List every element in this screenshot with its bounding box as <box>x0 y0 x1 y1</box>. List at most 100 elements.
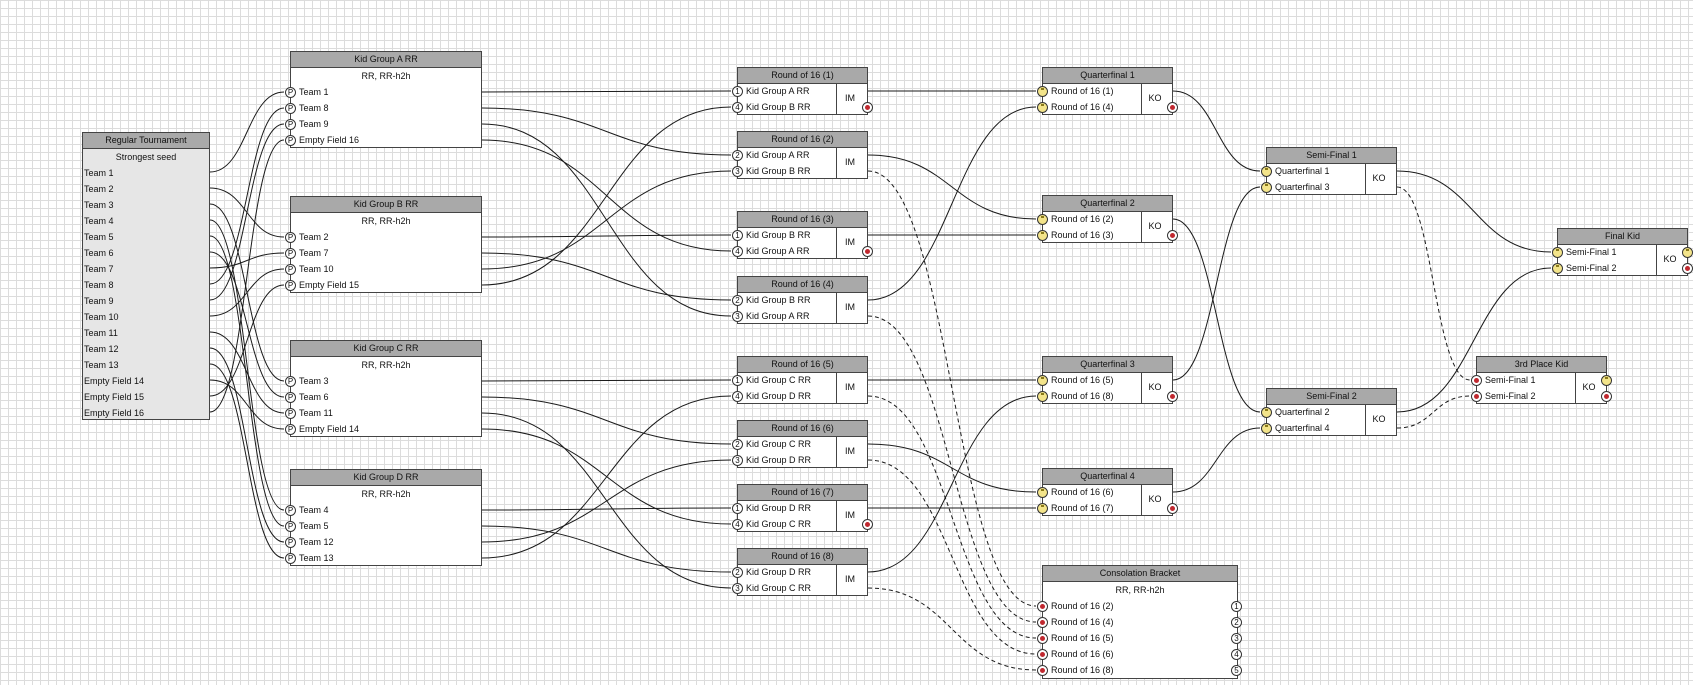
mode-divider <box>1141 485 1142 515</box>
consolation-bracket-node[interactable]: Consolation Bracket RR, RR-h2h Round of … <box>1037 565 1242 679</box>
seed-port[interactable]: 2 <box>732 295 743 306</box>
seed-port[interactable]: 2 <box>732 439 743 450</box>
participant-port[interactable]: P <box>285 505 296 516</box>
participant-port[interactable]: P <box>285 232 296 243</box>
participant-port[interactable]: P <box>285 424 296 435</box>
seed-port[interactable]: 3 <box>732 166 743 177</box>
slot-label: Round of 16 (8) <box>1051 391 1114 401</box>
regular-tournament-node[interactable]: Regular Tournament Strongest seed Team 1… <box>82 132 210 420</box>
winner-in-port[interactable] <box>1037 214 1048 225</box>
slot-label: Kid Group C RR <box>746 375 812 385</box>
participant-port[interactable]: P <box>285 280 296 291</box>
seed-port[interactable]: 3 <box>732 311 743 322</box>
winner-in-port[interactable] <box>1037 503 1048 514</box>
loser-in-port[interactable] <box>1471 391 1482 402</box>
winner-out-port[interactable] <box>1601 375 1612 386</box>
loser-port[interactable] <box>1167 503 1178 514</box>
winner-in-port[interactable] <box>1037 102 1048 113</box>
loser-port[interactable] <box>1601 391 1612 402</box>
node-subtitle: RR, RR-h2h <box>361 216 411 226</box>
loser-in-port[interactable] <box>1037 633 1048 644</box>
winner-in-port[interactable] <box>1261 182 1272 193</box>
participant-port[interactable]: P <box>285 392 296 403</box>
winner-in-port[interactable] <box>1261 407 1272 418</box>
participant-port[interactable]: P <box>285 537 296 548</box>
participant-port[interactable]: P <box>285 103 296 114</box>
rank-port[interactable]: 1 <box>1231 601 1242 612</box>
loser-port[interactable] <box>1167 391 1178 402</box>
winner-in-port[interactable] <box>1037 375 1048 386</box>
winner-in-port[interactable] <box>1037 391 1048 402</box>
seed-port[interactable]: 3 <box>732 455 743 466</box>
seed-port[interactable]: 4 <box>732 246 743 257</box>
winner-wire <box>1172 186 1261 381</box>
winner-in-port[interactable] <box>1037 230 1048 241</box>
rank-port[interactable]: 3 <box>1231 633 1242 644</box>
loser-port[interactable] <box>862 246 873 257</box>
loser-in-port[interactable] <box>1037 665 1048 676</box>
participant-port[interactable]: P <box>285 408 296 419</box>
participant-port[interactable]: P <box>285 376 296 387</box>
seed-port[interactable]: 2 <box>732 150 743 161</box>
rank-port[interactable]: 4 <box>1231 649 1242 660</box>
winner-in-port[interactable] <box>1037 487 1048 498</box>
loser-port[interactable] <box>1682 263 1693 274</box>
seed-port[interactable]: 3 <box>732 583 743 594</box>
loser-in-port[interactable] <box>1471 375 1482 386</box>
seed-port[interactable]: 1 <box>732 86 743 97</box>
seed-port[interactable]: 4 <box>732 391 743 402</box>
seed-port[interactable]: 1 <box>732 375 743 386</box>
seed-port[interactable]: 1 <box>732 503 743 514</box>
seed-port[interactable]: 2 <box>732 567 743 578</box>
loser-in-port[interactable] <box>1037 617 1048 628</box>
seed-port[interactable]: 1 <box>732 230 743 241</box>
participant-port[interactable]: P <box>285 264 296 275</box>
participant-port[interactable]: P <box>285 248 296 259</box>
participant-port[interactable]: P <box>285 87 296 98</box>
rank-port[interactable]: 5 <box>1231 665 1242 676</box>
participant-port[interactable]: P <box>285 553 296 564</box>
loser-port[interactable] <box>862 102 873 113</box>
loser-port[interactable] <box>1167 102 1178 113</box>
winner-in-port[interactable] <box>1552 247 1563 258</box>
winner-wire <box>209 284 285 397</box>
winner-out-port[interactable] <box>1682 247 1693 258</box>
participant-port[interactable]: P <box>285 135 296 146</box>
winner-in-port[interactable] <box>1261 166 1272 177</box>
winner-in-port[interactable] <box>1261 423 1272 434</box>
loser-in-port[interactable] <box>1037 649 1048 660</box>
winner-in-port[interactable] <box>1037 86 1048 97</box>
loser-port[interactable] <box>862 519 873 530</box>
node-title: Round of 16 (2) <box>738 132 867 148</box>
loser-port[interactable] <box>1167 230 1178 241</box>
slot-label: Kid Group B RR <box>746 230 811 240</box>
loser-in-port[interactable] <box>1037 601 1048 612</box>
participant-port[interactable]: P <box>285 521 296 532</box>
winner-in-port[interactable] <box>1552 263 1563 274</box>
loser-wire <box>1396 186 1471 381</box>
participant-port[interactable]: P <box>285 119 296 130</box>
seed-port[interactable]: 4 <box>732 519 743 530</box>
seed-port[interactable]: 4 <box>732 102 743 113</box>
rank-port[interactable]: 2 <box>1231 617 1242 628</box>
